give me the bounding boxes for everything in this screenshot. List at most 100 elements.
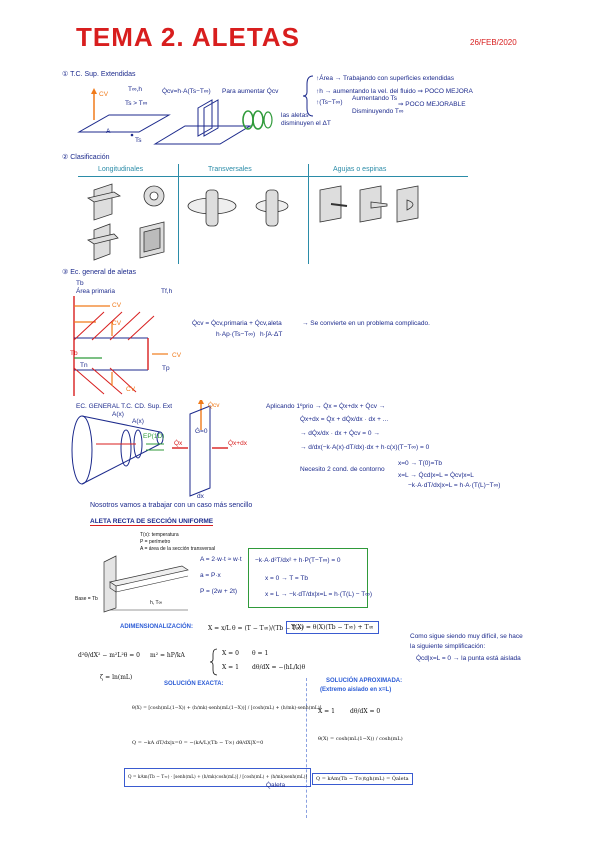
- s4-box-1: −k·A·d²T/dx² + h·P(T−T∞) = 0: [255, 557, 341, 564]
- spine-fins-icon: [319, 185, 419, 223]
- s1-bullet-dt: ↑(Ts−T∞): [316, 99, 343, 106]
- s4-fig-base: Base = Tb: [75, 596, 98, 602]
- exact-heading: SOLUCIÓN EXACTA:: [164, 681, 224, 687]
- s3-cv-2: CV: [112, 320, 122, 327]
- approx-heading: SOLUCIÓN APROXIMADA:: [326, 678, 403, 684]
- flat-plate-figure: [77, 88, 171, 137]
- s1-fig-a: A: [106, 128, 111, 135]
- s4-heading: ALETA RECTA DE SECCIÓN UNIFORME: [90, 518, 214, 526]
- s1-fig-tinf: T∞,h: [128, 86, 143, 93]
- s3-qx: Q̇x: [174, 440, 183, 447]
- s3-row-8: −k·A·dT/dx|x=L = h·A·(T(L)−T∞): [408, 482, 501, 489]
- s3-eq1: Q̇cv = Q̇cv,primaria + Q̇cv,aleta: [192, 320, 282, 327]
- s1-equation: Q̇cv=h·A(Ts−T∞): [162, 88, 211, 95]
- s3-row-2: Q̇x+dx = Q̇x + dQ̇x/dx · dx + ...: [300, 416, 389, 423]
- s1-fins-note-1: las aletas: [281, 112, 309, 119]
- col-longitudinales: Longitudinales: [98, 166, 144, 173]
- s1-fig-ts2: Ts: [135, 137, 142, 144]
- longitudinal-fins-icon: [87, 183, 165, 261]
- s1-fig-ts: Ts > T∞: [125, 100, 148, 107]
- s3-row-3: → dQ̇x/dx · dx + Q̇cv = 0 →: [300, 430, 380, 437]
- s4-theta: θ = (T − T∞)/(Tb − T∞): [232, 625, 304, 632]
- s4-comment-3: Q̇cd|x=L = 0 → la punta está aislada: [416, 655, 521, 662]
- s4-m: m² = hP/kA: [150, 652, 185, 659]
- s1-bullet-h: ↑h → aumentando la vel. del fluido ⇒ POC…: [316, 88, 473, 95]
- s4-legend-3: A = área de la sección transversal: [140, 546, 216, 552]
- approx-bc-a: X = 1: [318, 708, 335, 715]
- classification-table: Longitudinales Transversales Agujas o es…: [78, 164, 468, 264]
- s1-fins-note-2: disminuyen el ΔT: [281, 120, 331, 127]
- s3-row-6: x=0 → T(0)=Tb: [398, 460, 442, 467]
- s4-a2-eq: a = P·x: [200, 572, 221, 579]
- exact-q: Q = −kA dT/dx|x=0 = −(kA/L)(Tb − T∞) dθ/…: [132, 740, 264, 746]
- s3-cv-1: CV: [112, 302, 122, 309]
- s3-eq1-sub2: h·∫A·ΔT: [260, 331, 283, 338]
- s4-result-box: T(X) = θ(X)(Tb − T∞) + T∞: [286, 621, 379, 634]
- coils-icon: [242, 110, 273, 130]
- s3-tb-cd: Tb: [70, 350, 78, 357]
- s4-adim: ADIMENSIONALIZACIÓN:: [120, 624, 193, 630]
- approx-subheading: (Extremo aislado en x=L): [320, 687, 392, 693]
- s3-qcv-up: Q̇cv: [208, 402, 220, 409]
- divider: [306, 678, 307, 818]
- s4-box-2: x = 0 → T = Tb: [265, 575, 308, 582]
- s4-comment-2: la siguiente simplificación:: [410, 643, 486, 650]
- s1-bullet-dt-a: Aumentando Ts: [352, 95, 398, 102]
- s3-cv-3: CV: [172, 352, 182, 359]
- tapered-fin-figure: [71, 415, 164, 485]
- approx-q-box: Q = kAm(Tb − T∞)tgh(mL) = Q̇aleta: [312, 773, 413, 785]
- s4-legend-1: T(x): temperatura: [140, 532, 179, 538]
- s3-ax-2: A(x): [132, 418, 144, 425]
- s3-ax-1: A(x): [112, 411, 124, 418]
- section-1-label: ① T.C. Sup. Extendidas: [62, 71, 136, 78]
- s3-dx: dx: [197, 493, 204, 500]
- transverse-fins-icon: [187, 189, 289, 227]
- s3-area-primaria: Área primaria: [76, 288, 116, 295]
- s3-eq1-sub1: h·Ap·(Ts−T∞): [216, 331, 256, 338]
- exact-q-label: Q̇aleta: [266, 782, 286, 789]
- exact-theta: θ(X) = [cosh(mL(1−X)) + (h/mk)·senh(mL(1…: [132, 706, 322, 711]
- col-agujas: Agujas o espinas: [333, 166, 387, 173]
- approx-theta: θ(X) = cosh(mL(1−X)) / cosh(mL): [318, 736, 403, 742]
- exact-q-box: Q = kAm(Tb − T∞) · [senh(mL) + (h/mk)cos…: [124, 768, 312, 787]
- s4-x: X = x/L: [208, 625, 231, 632]
- s3-tp: Tp: [162, 365, 170, 372]
- s3-cv-4: CV: [126, 386, 136, 393]
- s1-equation-arrow: Para aumentar Q̇cv: [222, 88, 279, 95]
- control-volume-figure: [146, 400, 228, 497]
- s4-a-eq: A = 2·w·t ≈ w·t: [200, 556, 242, 563]
- s1-fig-cv: CV: [99, 91, 109, 98]
- fin-equation-box: −k·A·d²T/dx² + h·P(T−T∞) = 0 x = 0 → T =…: [248, 548, 372, 608]
- s3-gen: Ġ=0: [195, 428, 208, 435]
- s4-ode: d²θ/dX² − m²L²θ = 0: [78, 652, 140, 659]
- s4-box-3: x = L → −k·dT/dx|x=L = h·(T(L) − T∞): [265, 591, 373, 598]
- fin-cross-section-figure: [73, 296, 168, 396]
- s4-bc2a: X = 1: [222, 664, 239, 671]
- s3-general-label: EC. GENERAL T.C. CD. Sup. Ext: [76, 403, 173, 410]
- s1-bullet-dt-b: ⇒ POCO MEJORABLE: [398, 101, 466, 108]
- s4-fig-h: h, T∞: [150, 600, 163, 606]
- s3-qx-dx: Q̇x+dx: [228, 440, 247, 447]
- date: 26/FEB/2020: [470, 38, 517, 47]
- section-3-label: ③ Ec. general de aletas: [62, 269, 136, 276]
- s4-mL: ζ = ln(mL): [100, 674, 133, 681]
- s4-comment-1: Como sigue siendo muy difícil, se hace: [410, 633, 523, 640]
- s3-tb: Tb: [76, 280, 84, 287]
- s1-bullet-area: ↑Área → Trabajando con superficies exten…: [316, 75, 455, 82]
- page-title: TEMA 2. ALETAS: [76, 22, 300, 52]
- s3-eq1-note: → Se convierte en un problema complicado…: [302, 320, 430, 327]
- col-transversales: Transversales: [208, 166, 252, 173]
- s4-bc1b: θ = 1: [252, 650, 269, 657]
- s4-bc1a: X = 0: [222, 650, 239, 657]
- s3-tn: Tn: [80, 362, 88, 369]
- section-2-label: ② Clasificación: [62, 154, 110, 161]
- s4-bc2b: dθ/dX = −(hL/k)θ: [252, 664, 306, 671]
- s4-legend-2: P = perímetro: [140, 539, 171, 545]
- s3-ep: EP(1D): [143, 433, 165, 440]
- s3-row-5: Necesito 2 cond. de contorno: [300, 466, 385, 473]
- s1-brace: [303, 75, 314, 117]
- bc-brace: [210, 648, 218, 676]
- approx-bc-b: dθ/dX = 0: [350, 708, 381, 715]
- s1-bullet-dt-c: Disminuyendo T∞: [352, 108, 404, 115]
- fin-plate-figure: [153, 99, 252, 145]
